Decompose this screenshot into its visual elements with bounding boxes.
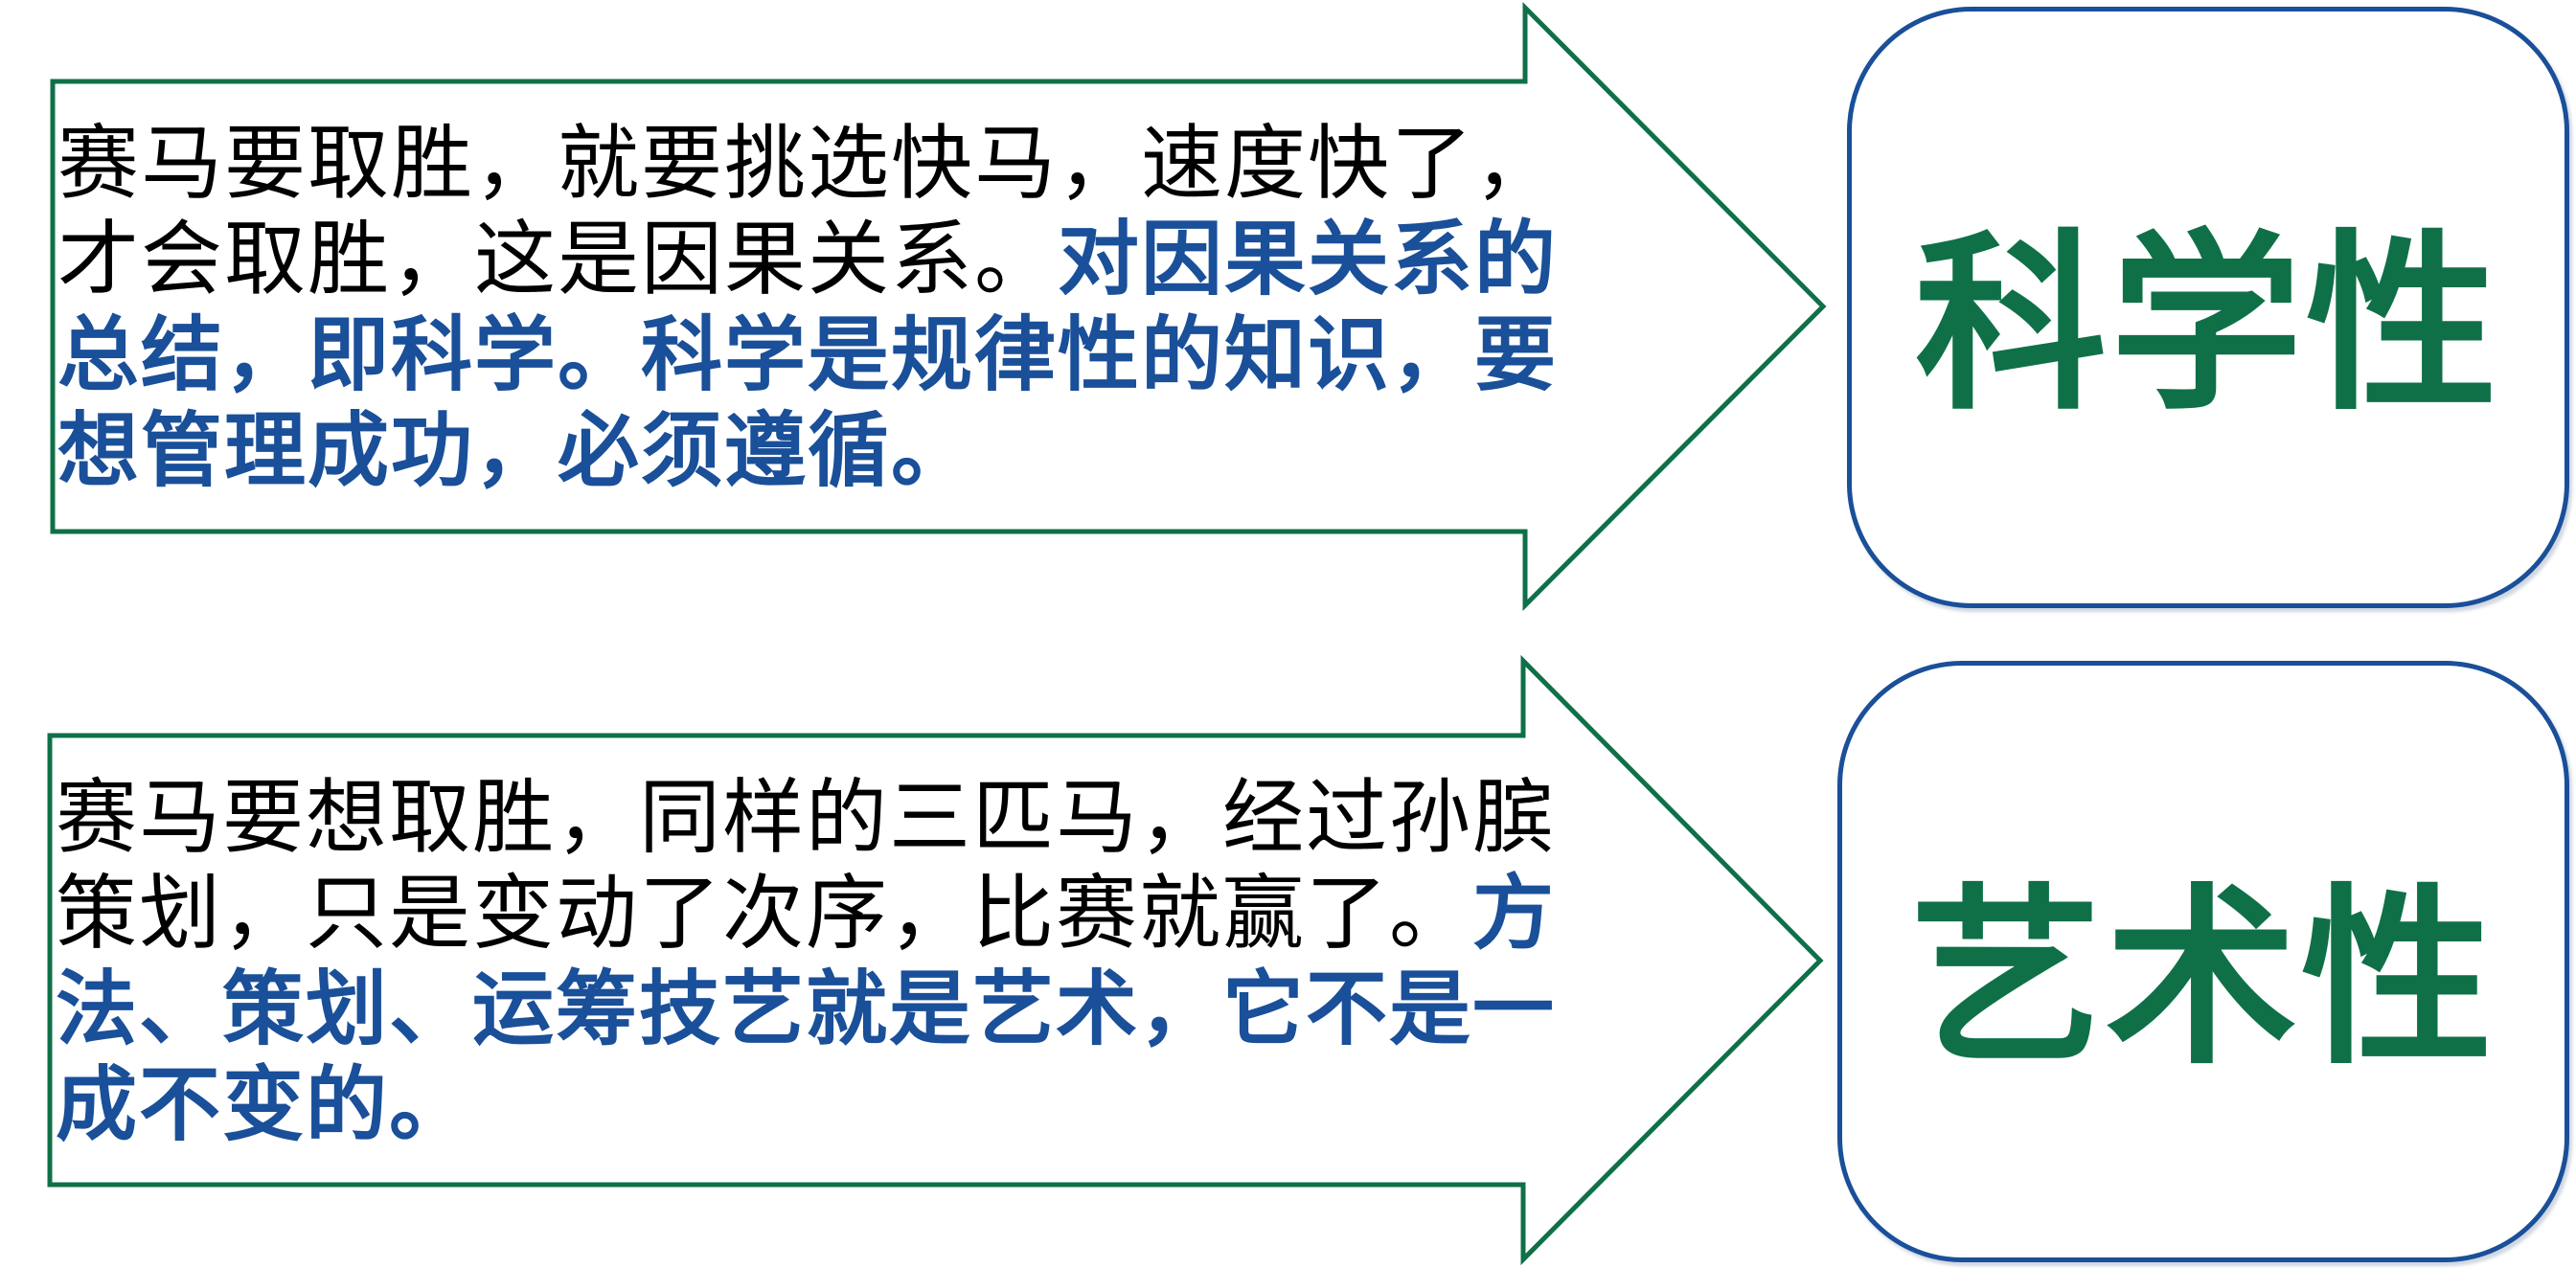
science-label: 科学性 bbox=[1914, 214, 2501, 437]
science-description-emphasis: 对因果关系的总结，即科学。科学是规律性的知识，要想管理成功，必须遵循。 bbox=[57, 213, 1559, 499]
art-description-emphasis: 方法、策划、运筹技艺就是艺术，它不是一成不变的。 bbox=[56, 867, 1557, 1153]
art-description-plain: 赛马要想取胜，同样的三匹马，经过孙膑策划，只是变动了次序，比赛就赢了。 bbox=[56, 771, 1557, 962]
art-label-box: 艺术性 bbox=[1837, 661, 2569, 1262]
science-label-box: 科学性 bbox=[1847, 7, 2569, 608]
arrow-shape-art bbox=[47, 654, 1824, 1266]
science-description-plain: 赛马要取胜，就要挑选快马，速度快了，才会取胜，这是因果关系。 bbox=[57, 117, 1559, 307]
art-label: 艺术性 bbox=[1909, 868, 2496, 1091]
arrow-shape-science bbox=[50, 1, 1827, 612]
art-description: 赛马要想取胜，同样的三匹马，经过孙膑策划，只是变动了次序，比赛就赢了。方法、策划… bbox=[56, 771, 1598, 1154]
science-description: 赛马要取胜，就要挑选快马，速度快了，才会取胜，这是因果关系。对因果关系的总结，即… bbox=[57, 117, 1600, 500]
